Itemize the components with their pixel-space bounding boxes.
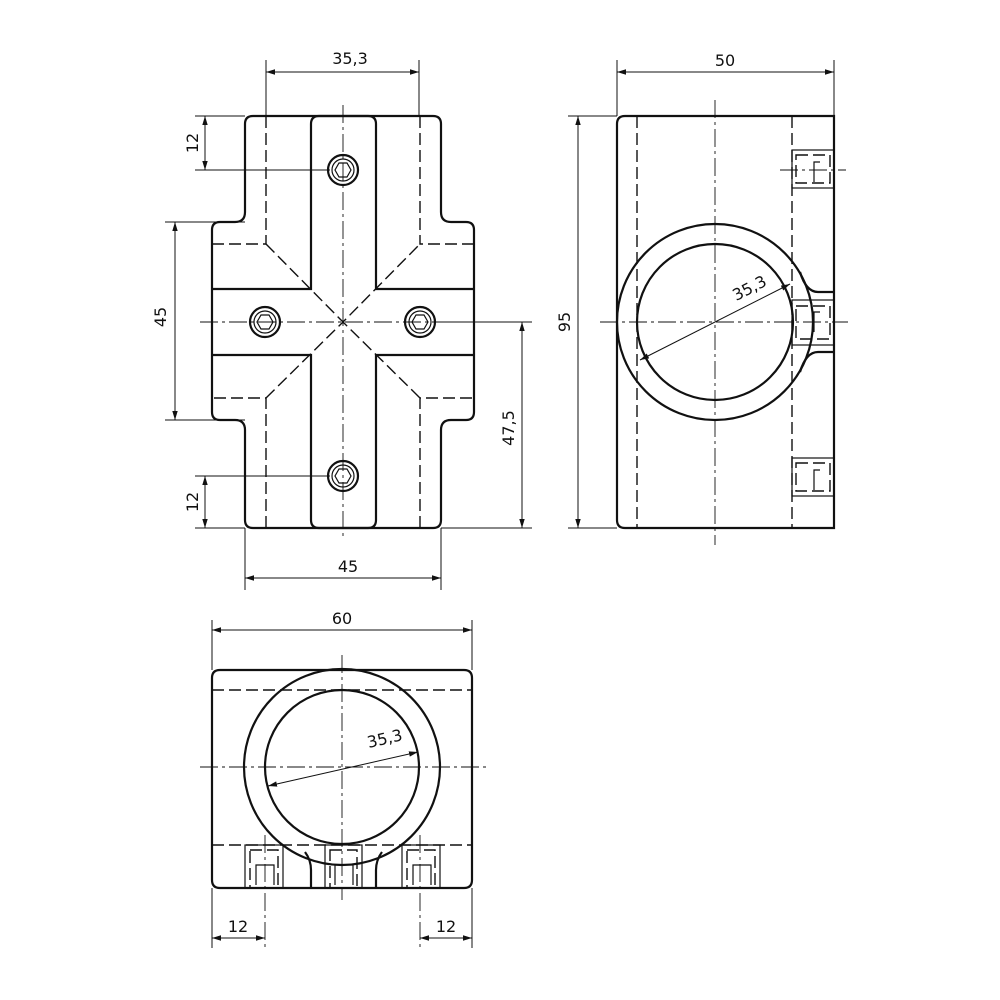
front-view: 35,3 12 45 12 45 47,5 xyxy=(151,49,532,590)
dim-bottom-offset: 12 xyxy=(183,492,202,512)
dim-left-offset: 12 xyxy=(228,917,248,936)
dim-arm-height: 45 xyxy=(151,307,170,327)
bottom-view: 60 35,3 12 12 xyxy=(200,609,486,950)
dim-bottom-width: 45 xyxy=(338,557,358,576)
side-view: 50 95 35,3 xyxy=(555,51,848,545)
set-screw-icon xyxy=(791,149,835,497)
dim-top-width: 35,3 xyxy=(332,49,368,68)
set-screw-icon xyxy=(244,844,441,889)
dim-side-width: 50 xyxy=(715,51,735,70)
dim-bottom-view-bore: 35,3 xyxy=(365,725,404,752)
dim-center-height: 47,5 xyxy=(499,410,518,446)
dim-bottom-view-width: 60 xyxy=(332,609,352,628)
dim-top-offset: 12 xyxy=(183,133,202,153)
dim-side-height: 95 xyxy=(555,312,574,332)
dim-right-offset: 12 xyxy=(436,917,456,936)
dim-side-bore: 35,3 xyxy=(729,272,769,305)
